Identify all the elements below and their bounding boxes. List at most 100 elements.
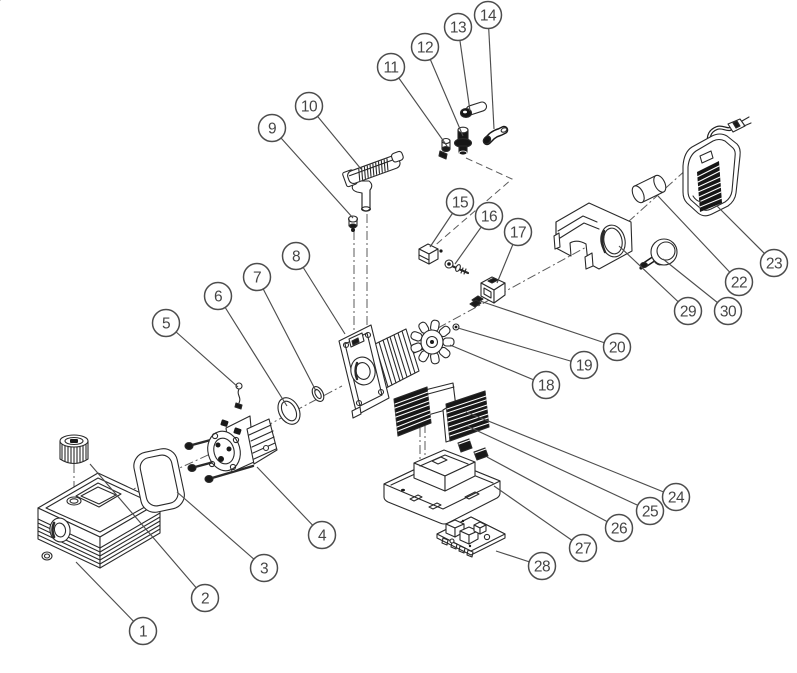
callout-number: 8 [292,249,300,266]
leader-line [424,46,464,137]
leader-line [89,463,206,599]
callout-balloon [294,91,324,121]
callout-balloon [759,248,789,278]
callout-number: 3 [260,561,268,578]
callout-20: 20 [479,300,632,362]
callout-number: 29 [680,304,696,321]
filler-cap-part [59,434,89,465]
callout-18: 18 [449,344,561,400]
callout-balloon [242,262,272,292]
callout-number: 26 [611,521,627,538]
callout-3: 3 [176,491,279,583]
callout-28: 28 [495,550,557,581]
callout-balloon [473,0,503,30]
callout-number: 20 [609,340,626,357]
shaft-clip-part [469,295,484,308]
callout-number: 27 [575,541,591,558]
base-tank-part [383,449,501,525]
callout-balloon [503,217,533,247]
callout-balloon [445,187,475,217]
callout-9: 9 [257,113,354,219]
callout-14: 14 [473,0,503,130]
rubber-clip-a-part [457,438,473,453]
callout-25: 25 [466,425,665,526]
fan-blades [410,319,455,365]
barb-fitting-part [459,101,488,119]
callout-balloon [527,551,557,581]
leader-line [271,127,354,219]
callout-number: 25 [642,504,658,521]
callout-number: 5 [162,316,170,333]
o-ring-large-part [277,397,301,425]
callout-balloon [713,296,743,326]
callout-balloon [249,553,279,583]
callout-balloon [203,281,233,311]
callout-1: 1 [75,561,158,646]
callout-balloon [190,583,220,613]
screw-with-washer-part [444,259,470,275]
callout-10: 10 [294,91,362,170]
valve-stack-lines [248,424,277,460]
callout-7: 7 [242,262,317,392]
assembly-axis-line [437,232,613,329]
leader-line [176,491,265,569]
callout-number: 10 [301,99,318,116]
callout-number: 15 [452,195,468,212]
knob-part [639,238,678,270]
callout-number: 24 [668,490,685,507]
callout-number: 14 [480,8,497,25]
angled-tube-part [482,125,509,146]
gasket-part [133,448,185,513]
callout-2: 2 [89,463,220,613]
power-plug [0,0,752,133]
grip-texture [358,158,389,182]
callout-17: 17 [496,217,533,284]
callout-29: 29 [618,245,703,326]
callout-11: 11 [376,52,448,147]
callout-27: 27 [493,485,598,563]
cover-louvers [696,165,723,208]
callout-number: 12 [417,40,433,57]
callout-balloon [474,201,504,231]
leader-line [487,14,495,130]
callout-23: 23 [716,205,789,278]
leader-line [295,255,346,335]
assembly-axis-line [431,157,513,249]
fan-impeller-part [410,319,455,365]
callout-number: 13 [450,20,466,37]
leader-line [217,295,288,407]
callout-number: 16 [481,209,497,226]
circuit-board-part [436,516,506,558]
callout-balloon [376,52,406,82]
callout-number: 23 [766,256,782,273]
callout-balloon [568,533,598,563]
callout-balloon [673,296,703,326]
leader-line [390,66,448,147]
end-cover-with-cord-part [0,0,752,217]
callout-balloon [410,32,440,62]
callout-number: 17 [510,225,526,242]
callout-number: 7 [253,270,261,287]
callout-layer: 1234567891011121314151617181920222324252… [75,0,789,646]
callout-24: 24 [465,411,691,512]
callout-balloon [151,308,181,338]
callout-number: 28 [534,559,550,576]
callout-balloon [443,12,473,42]
leader-line [657,195,740,283]
callout-6: 6 [203,281,288,407]
motor-fins [374,330,416,388]
callout-number: 18 [538,378,554,395]
leader-line [465,411,677,498]
valve-screw-part [347,215,359,232]
callout-number: 11 [383,60,398,77]
leader-line [165,322,239,388]
callout-balloon [257,113,287,143]
callout-15: 15 [429,187,475,248]
callout-30: 30 [662,258,743,326]
rubber-clip-b-part [473,447,489,461]
fan-nut-part [452,323,460,331]
handle-part [342,150,404,212]
callout-balloon [128,616,158,646]
